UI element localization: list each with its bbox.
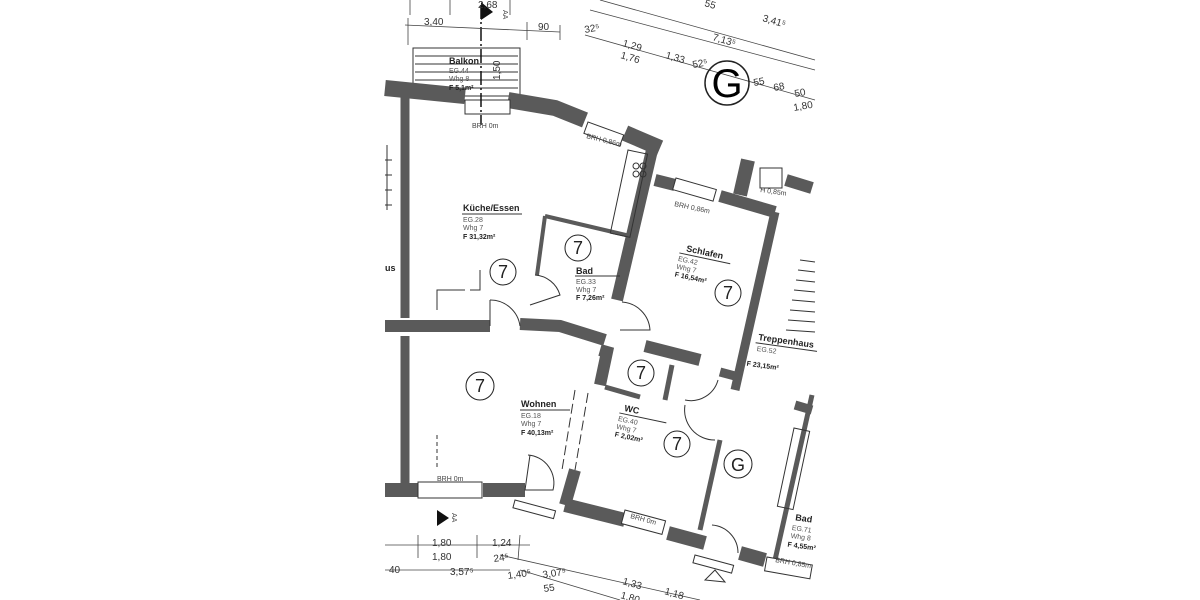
dimensions-bottom: 1,80 1,80 1,24 24⁵ 3,57⁵ 40 1,40⁵ 3,07⁵ … <box>389 538 685 600</box>
svg-text:F 23,15m²: F 23,15m² <box>746 361 780 373</box>
svg-text:7: 7 <box>475 376 485 396</box>
svg-text:1,80: 1,80 <box>793 100 815 114</box>
svg-text:WC: WC <box>623 403 640 416</box>
svg-text:3,41⁵: 3,41⁵ <box>761 13 787 30</box>
svg-text:1,33: 1,33 <box>664 50 686 66</box>
svg-text:F 2,02m²: F 2,02m² <box>614 432 644 445</box>
room-bad-whg8: Bad EG.71 Whg 8 F 4,55m² <box>787 512 817 553</box>
svg-text:BRH 0,86m: BRH 0,86m <box>674 201 711 215</box>
room-balkon: Balkon EG.44 Whg 8 F 5,1m² <box>449 56 479 92</box>
svg-text:Bad: Bad <box>795 512 813 524</box>
svg-text:BRH 0m: BRH 0m <box>437 476 464 483</box>
svg-text:24⁵: 24⁵ <box>493 552 510 565</box>
svg-text:EG.33: EG.33 <box>576 279 596 286</box>
unit-marker-labels: 7 7 7 7 7 7 G G <box>475 62 745 475</box>
sill-heights: BRH 0m BRH 0,86m BRH 0,86m H 0,85m BRH 0… <box>437 123 812 570</box>
svg-text:Whg 7: Whg 7 <box>676 264 697 275</box>
room-wohnen: Wohnen EG.18 Whg 7 F 40,13m² <box>520 399 570 437</box>
svg-text:68: 68 <box>773 81 786 94</box>
svg-text:G: G <box>711 62 742 106</box>
svg-text:50: 50 <box>794 87 807 100</box>
svg-text:Whg 8: Whg 8 <box>449 76 469 83</box>
svg-text:3,40: 3,40 <box>424 17 444 28</box>
partial-room-label: us <box>385 263 396 273</box>
svg-text:1,24: 1,24 <box>492 538 512 549</box>
svg-text:7: 7 <box>723 283 733 303</box>
svg-text:1,50: 1,50 <box>492 60 503 80</box>
svg-text:32⁵: 32⁵ <box>584 22 601 35</box>
svg-text:55: 55 <box>753 76 766 89</box>
svg-text:1,33: 1,33 <box>621 576 643 592</box>
svg-text:55: 55 <box>703 0 717 12</box>
svg-text:7: 7 <box>498 262 508 282</box>
section-label: AA <box>501 10 508 20</box>
section-label: AA <box>450 513 457 523</box>
unit-markers <box>465 60 753 479</box>
svg-text:40: 40 <box>389 565 401 576</box>
svg-text:1,80: 1,80 <box>619 590 641 600</box>
svg-text:7: 7 <box>636 363 646 383</box>
svg-text:H 0,85m: H 0,85m <box>760 187 787 198</box>
svg-text:EG.42: EG.42 <box>677 256 698 267</box>
room-bad: Bad EG.33 Whg 7 F 7,26m² <box>575 266 620 302</box>
svg-text:F 31,32m²: F 31,32m² <box>463 234 496 241</box>
svg-text:BRH 0m: BRH 0m <box>472 123 499 130</box>
svg-text:Whg 7: Whg 7 <box>576 287 596 294</box>
svg-text:3,07⁵: 3,07⁵ <box>542 567 567 581</box>
svg-text:7,13⁵: 7,13⁵ <box>711 32 737 49</box>
dimension-lines <box>385 0 816 600</box>
svg-text:EG.18: EG.18 <box>521 413 541 420</box>
svg-text:Küche/Essen: Küche/Essen <box>463 203 520 213</box>
svg-text:1,29: 1,29 <box>621 38 643 54</box>
svg-text:7: 7 <box>573 238 583 258</box>
svg-text:1,76: 1,76 <box>619 50 641 66</box>
svg-text:Whg 7: Whg 7 <box>616 424 637 435</box>
windows <box>417 99 813 580</box>
svg-text:Bad: Bad <box>576 266 593 276</box>
svg-text:Wohnen: Wohnen <box>521 399 556 409</box>
svg-text:F 40,13m²: F 40,13m² <box>521 430 554 437</box>
svg-text:Balkon: Balkon <box>449 56 479 66</box>
stairs <box>385 159 816 333</box>
svg-text:Whg 8: Whg 8 <box>790 533 811 543</box>
svg-text:F 7,26m²: F 7,26m² <box>576 295 605 302</box>
svg-text:EG.40: EG.40 <box>617 416 638 427</box>
svg-text:3,57⁵: 3,57⁵ <box>450 567 474 578</box>
svg-text:EG.52: EG.52 <box>756 346 777 356</box>
svg-text:EG.28: EG.28 <box>463 217 483 224</box>
doors <box>436 270 739 583</box>
svg-text:1,40⁵: 1,40⁵ <box>507 568 532 582</box>
svg-text:EG.71: EG.71 <box>791 525 812 535</box>
kitchen-counter <box>609 149 811 511</box>
svg-text:Whg 7: Whg 7 <box>463 225 483 232</box>
svg-text:EG.44: EG.44 <box>449 68 469 75</box>
svg-text:52⁵: 52⁵ <box>692 57 709 70</box>
svg-text:90: 90 <box>538 22 550 33</box>
walls <box>384 80 815 567</box>
room-wc: WC EG.40 Whg 7 F 2,02m² <box>614 403 667 445</box>
room-treppenhaus: Treppenhaus EG.52 F 23,15m² <box>746 332 818 373</box>
svg-text:1,80: 1,80 <box>432 538 452 549</box>
svg-text:1,80: 1,80 <box>432 552 452 563</box>
svg-text:G: G <box>731 455 745 475</box>
section-line: AA AA <box>437 2 508 526</box>
svg-text:F 5,1m²: F 5,1m² <box>449 85 474 92</box>
svg-text:F 4,55m²: F 4,55m² <box>787 542 817 553</box>
svg-text:1,18: 1,18 <box>663 586 685 600</box>
svg-text:Whg 7: Whg 7 <box>521 421 541 428</box>
svg-text:55: 55 <box>543 582 556 595</box>
svg-text:2,68: 2,68 <box>478 0 498 11</box>
room-kueche-essen: Küche/Essen EG.28 Whg 7 F 31,32m² <box>462 203 522 241</box>
svg-text:7: 7 <box>672 434 682 454</box>
